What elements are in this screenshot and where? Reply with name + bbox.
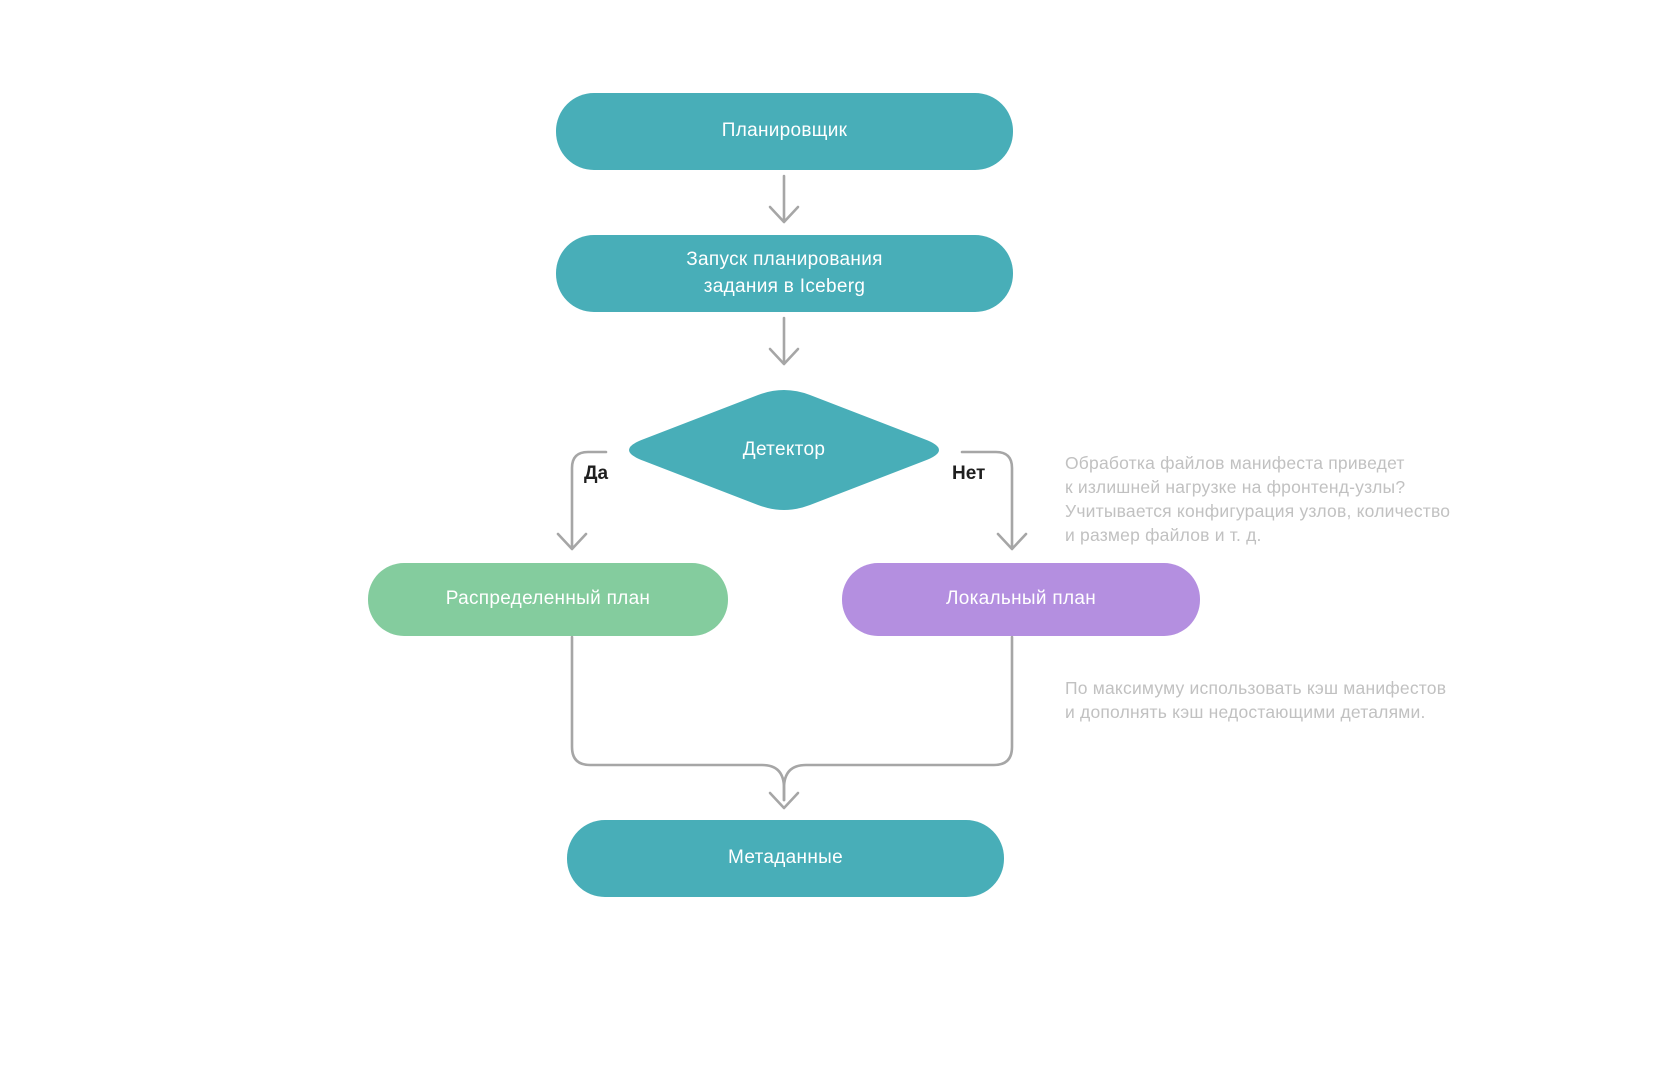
branch-label-yes: Да (584, 463, 609, 484)
annotation-detector-note: Обработка файлов манифеста приведет к из… (1065, 451, 1450, 547)
edge-distributed-metadata-line (570, 635, 786, 802)
node-start-planning-line1: Запуск планирования (686, 248, 883, 270)
node-distributed-plan: Распределенный план (368, 563, 728, 636)
node-start-planning: Запуск планирования задания в Iceberg (556, 235, 1013, 312)
node-metadata-label: Метаданные (728, 847, 843, 869)
detector-diamond-shape (629, 390, 939, 510)
branch-label-no: Нет (952, 463, 986, 484)
annotation-detector-line2: к излишней нагрузке на фронтенд-узлы? (1065, 477, 1406, 497)
edge-detector-local-arrow (960, 450, 1028, 551)
node-detector: Детектор (614, 385, 954, 515)
node-start-planning-line2: задания в Iceberg (703, 275, 866, 297)
edge-merge-arrowhead-icon (768, 791, 800, 810)
edge-planner-start-arrow (768, 174, 800, 224)
annotation-cache-line1: По максимуму использовать кэш манифестов (1065, 678, 1447, 698)
node-distributed-plan-label: Распределенный план (445, 588, 651, 610)
edge-local-metadata-line (782, 635, 1014, 802)
annotation-detector-line3: Учитывается конфигурация узлов, количест… (1065, 501, 1451, 521)
edge-detector-distributed-arrow (556, 450, 608, 551)
annotation-detector-line4: и размер файлов и т. д. (1065, 525, 1262, 545)
node-local-plan-label: Локальный план (946, 588, 1096, 610)
edge-start-detector-arrow (768, 316, 800, 366)
node-local-plan: Локальный план (842, 563, 1200, 636)
node-start-planning-label: Запуск планирования задания в Iceberg (686, 247, 882, 301)
node-detector-label: Детектор (742, 438, 826, 460)
annotation-detector-line1: Обработка файлов манифеста приведет (1065, 453, 1405, 473)
annotation-cache-line2: и дополнять кэш недостающими деталями. (1065, 702, 1426, 722)
node-metadata: Метаданные (567, 820, 1004, 897)
annotation-cache-note: По максимуму использовать кэш манифестов… (1065, 676, 1446, 724)
node-planner-label: Планировщик (721, 120, 848, 142)
node-planner: Планировщик (556, 93, 1013, 170)
